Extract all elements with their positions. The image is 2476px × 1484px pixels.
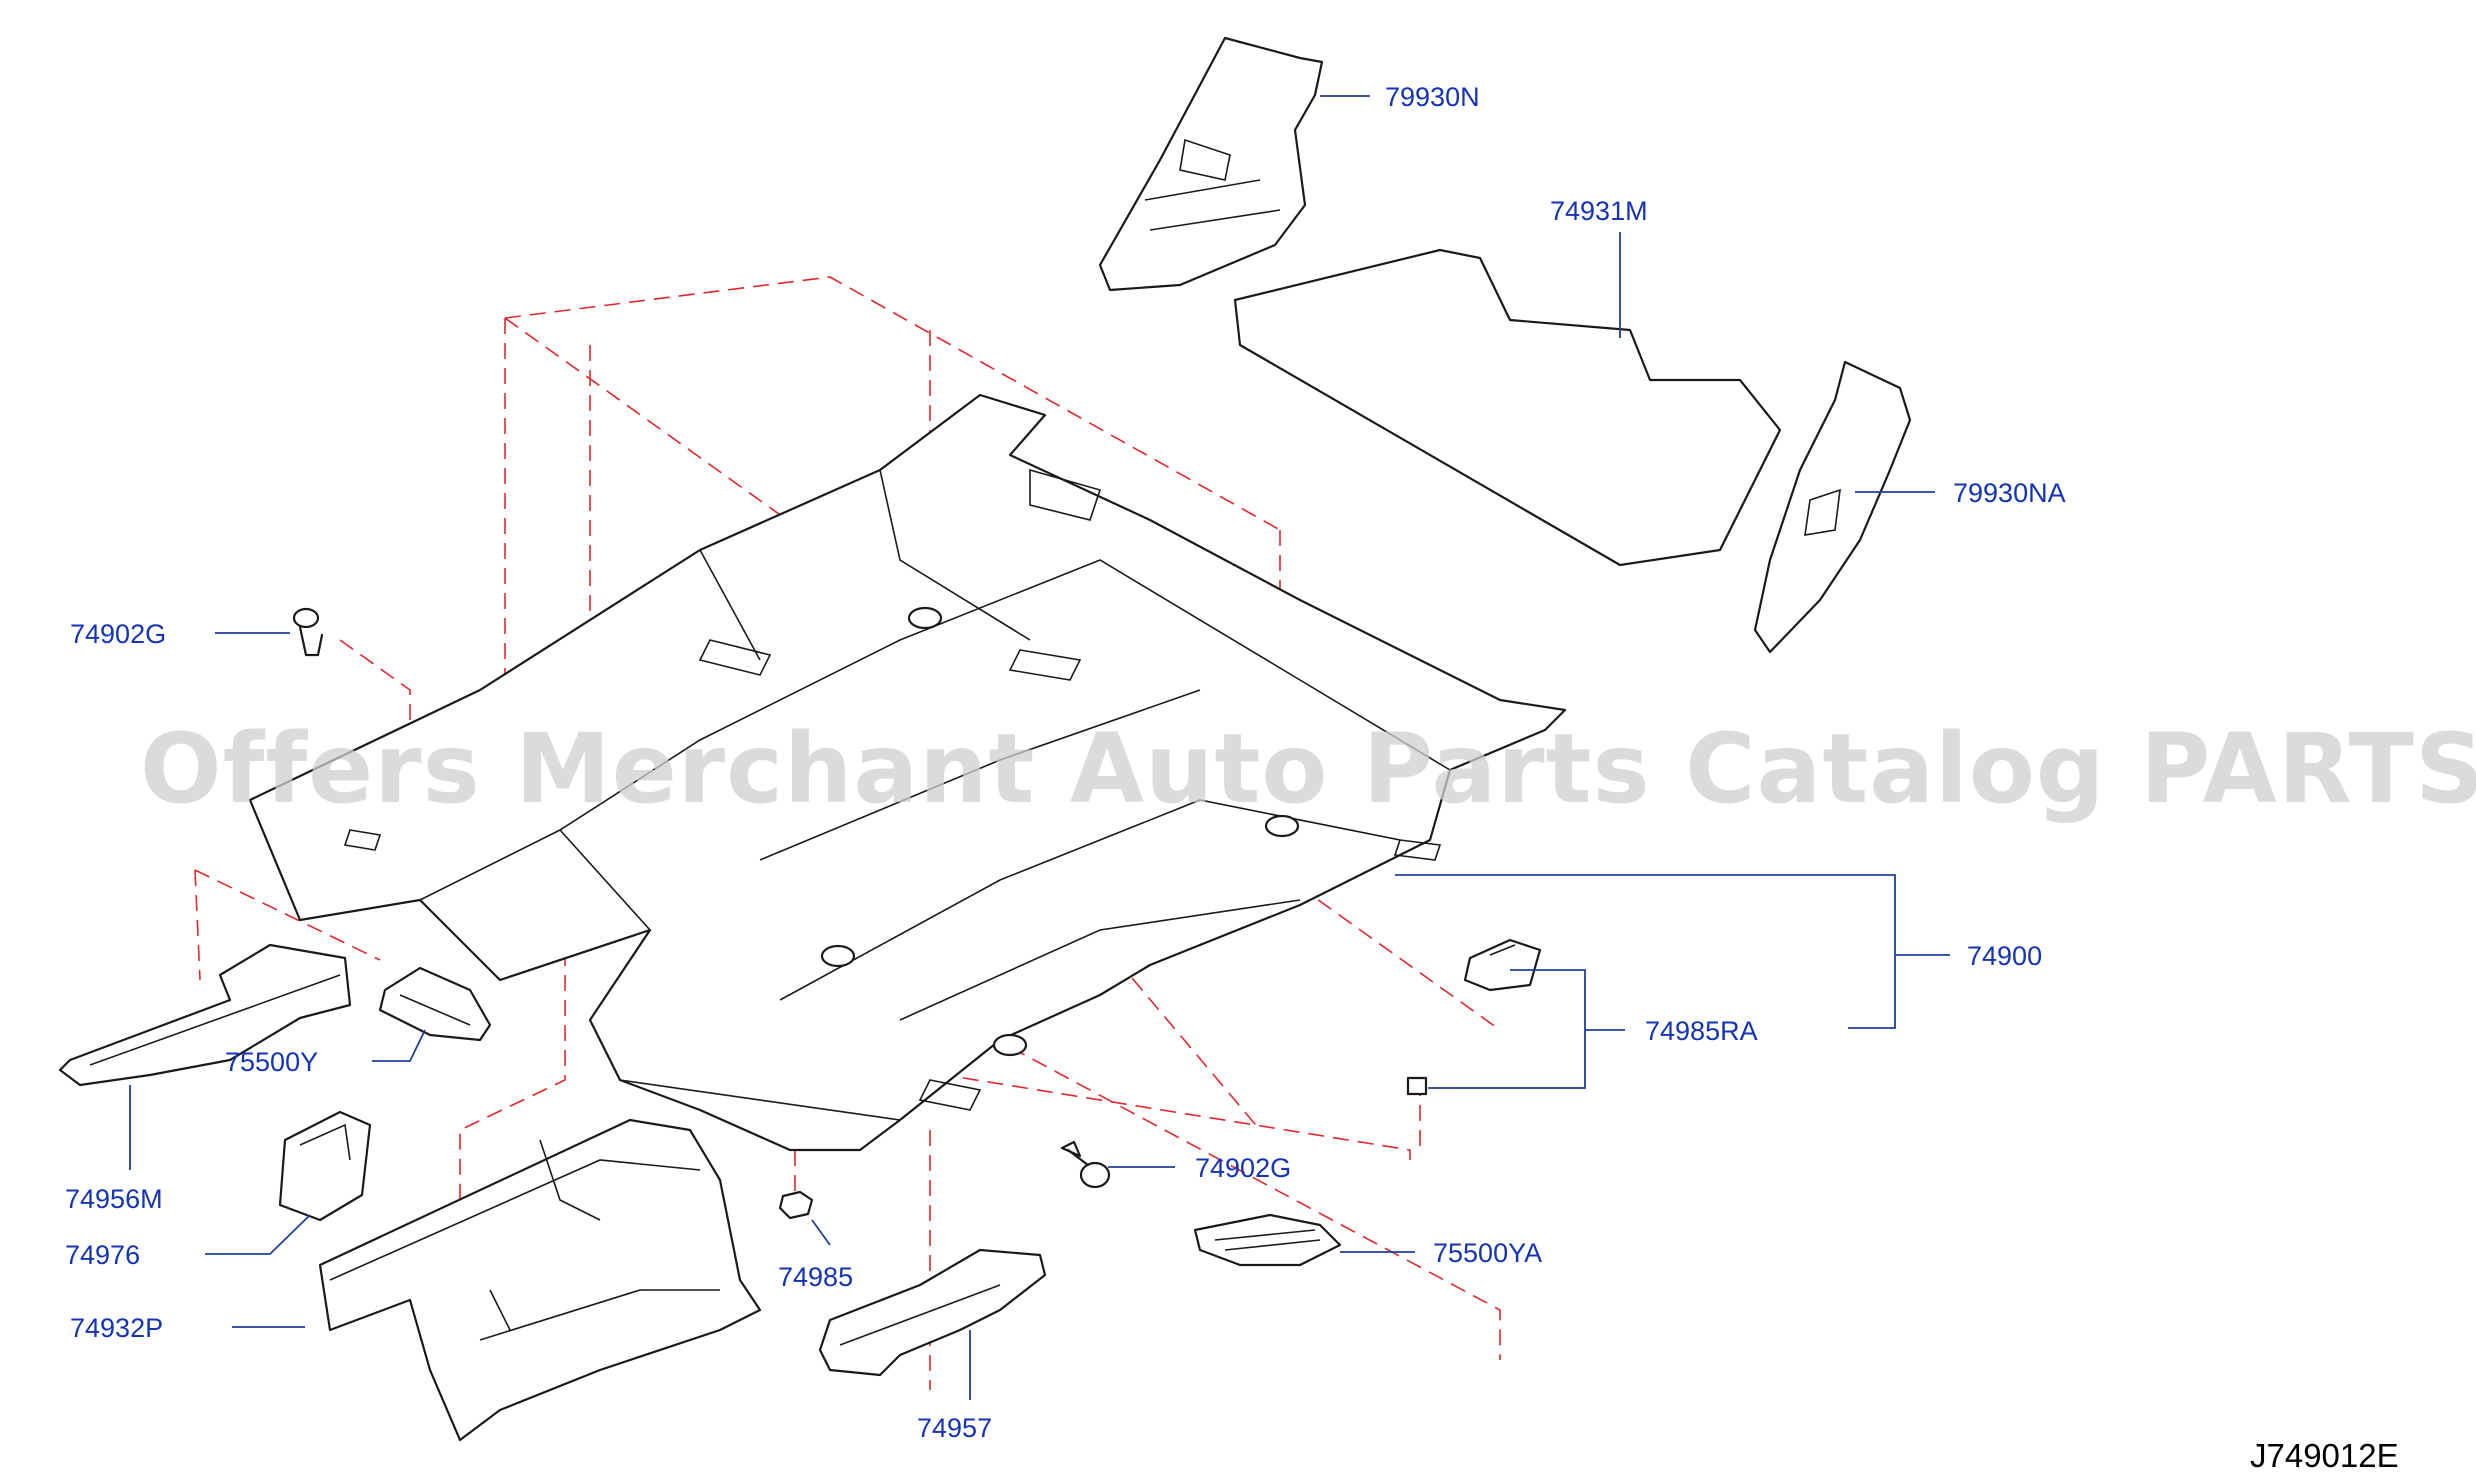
part-74985-nut xyxy=(778,1190,814,1220)
part-74902G-clip-left xyxy=(292,607,324,657)
part-74957-duct xyxy=(818,1248,1047,1377)
part-79930NA-insulator xyxy=(1753,360,1912,654)
leader-lines xyxy=(129,95,1950,1400)
label-75500YA[interactable]: 75500YA xyxy=(1433,1238,1542,1268)
label-74900[interactable]: 74900 xyxy=(1967,941,2042,971)
label-74956M[interactable]: 74956M xyxy=(65,1184,163,1214)
part-74902G-clip-bottom xyxy=(1060,1140,1111,1189)
part-75500YA-bracket xyxy=(1193,1213,1342,1267)
diagram-code: J749012E xyxy=(2250,1437,2399,1474)
label-74902G-bottom[interactable]: 74902G xyxy=(1195,1153,1291,1183)
label-79930NA[interactable]: 79930NA xyxy=(1953,478,2066,508)
label-74957[interactable]: 74957 xyxy=(917,1413,992,1443)
label-75500Y[interactable]: 75500Y xyxy=(225,1047,318,1077)
part-74900-floor-carpet xyxy=(248,393,1567,1152)
part-74932P-tunnel-insulator xyxy=(318,1118,762,1442)
label-74902G-left[interactable]: 74902G xyxy=(70,619,166,649)
label-74976[interactable]: 74976 xyxy=(65,1240,140,1270)
callout-labels: 79930N 74931M 79930NA 74902G 74900 74985… xyxy=(65,82,2066,1443)
part-79930N-insulator xyxy=(1098,36,1324,292)
label-74985[interactable]: 74985 xyxy=(778,1262,853,1292)
watermark-text: Offers Merchant Auto Parts Catalog PARTS… xyxy=(140,713,2476,825)
part-74931M-mat xyxy=(1233,248,1782,567)
label-79930N[interactable]: 79930N xyxy=(1385,82,1480,112)
part-74956M-panel xyxy=(58,943,352,1087)
label-74931M[interactable]: 74931M xyxy=(1550,196,1648,226)
label-74985RA[interactable]: 74985RA xyxy=(1645,1016,1758,1046)
part-74976-block xyxy=(278,1110,372,1222)
label-74932P[interactable]: 74932P xyxy=(70,1313,163,1343)
part-74985RA-grommet xyxy=(1406,938,1542,1096)
part-75500Y-bracket xyxy=(378,966,492,1042)
